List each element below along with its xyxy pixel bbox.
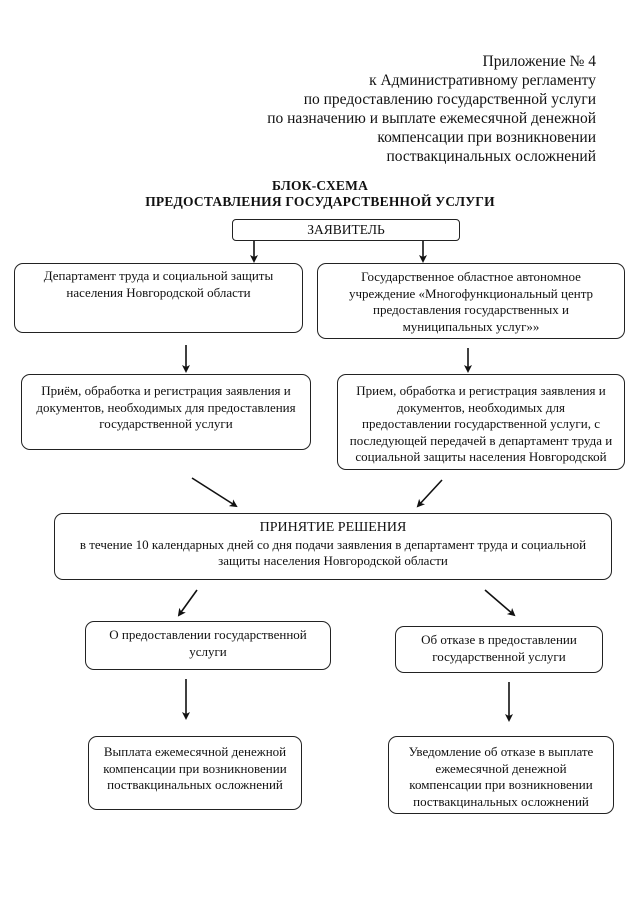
appendix-line: по предоставлению государственной услуги	[303, 91, 596, 108]
node-line: защиты населения Новгородской области	[218, 553, 448, 568]
node-line: предоставлении государственной услуги, с	[362, 416, 600, 431]
appendix-line: поствакцинальных осложнений	[386, 148, 596, 165]
node-line: последующей передачей в департамент труд…	[349, 432, 613, 448]
node-line: поствакцинальных осложнений	[107, 777, 283, 792]
appendix-line: к Административному регламенту	[369, 72, 596, 89]
node-line: государственной услуги	[99, 416, 233, 431]
node-line: поствакцинальных осложнений	[413, 793, 589, 809]
node-line: населения Новгородской области	[66, 284, 251, 300]
dept-processing-node: Приём, обработка и регистрация заявления…	[21, 374, 311, 450]
node-line: компенсации при возникновении	[103, 760, 287, 776]
refusal-notice-node: Уведомление об отказе в выплате ежемесяч…	[388, 736, 614, 814]
appendix-line: Приложение № 4	[482, 53, 596, 70]
node-line: государственной услуги	[432, 648, 566, 664]
decision-node: ПРИНЯТИЕ РЕШЕНИЯ в течение 10 календарны…	[54, 513, 612, 580]
node-line: Выплата ежемесячной денежной	[103, 744, 287, 759]
node-line: социальной защиты населения Новгородской	[355, 449, 607, 464]
node-line: Прием, обработка и регистрация заявления…	[356, 383, 606, 398]
arrow-dept-processing-to-decision	[191, 477, 238, 508]
refusal-node: Об отказе в предоставлении государственн…	[395, 626, 603, 673]
appendix-header: Приложение № 4 к Административному регла…	[267, 52, 596, 166]
mfc-node: Государственное областное автономное учр…	[317, 263, 625, 339]
mfc-processing-node: Прием, обработка и регистрация заявления…	[337, 374, 625, 470]
department-node: Департамент труда и социальной защиты на…	[14, 263, 303, 333]
node-line: ежемесячной денежной	[435, 760, 567, 776]
appendix-line: по назначению и выплате ежемесячной дене…	[267, 110, 596, 127]
node-line: учреждение «Многофункциональный центр	[348, 285, 594, 301]
decision-title: ПРИНЯТИЕ РЕШЕНИЯ	[259, 520, 407, 535]
appendix-line: компенсации при возникновении	[377, 129, 596, 146]
node-line: Государственное областное автономное	[361, 269, 581, 284]
flowchart-title: БЛОК-СХЕМА	[271, 178, 369, 193]
node-line: услуги	[189, 643, 227, 659]
flowchart-subtitle: ПРЕДОСТАВЛЕНИЯ ГОСУДАРСТВЕННОЙ УСЛУГИ	[145, 194, 495, 209]
arrow-mfc-processing-to-decision	[416, 479, 443, 508]
node-line: в течение 10 календарных дней со дня под…	[79, 536, 587, 552]
node-line: документов, необходимых для предоставлен…	[36, 399, 296, 415]
node-line: документов, необходимых для	[396, 399, 566, 415]
applicant-label: ЗАЯВИТЕЛЬ	[307, 222, 385, 237]
applicant-node: ЗАЯВИТЕЛЬ	[232, 219, 460, 241]
node-line: муниципальных услуг»»	[402, 318, 540, 334]
node-line: Об отказе в предоставлении	[421, 632, 577, 647]
payment-node: Выплата ежемесячной денежной компенсации…	[88, 736, 302, 810]
node-line: Департамент труда и социальной защиты	[43, 268, 274, 283]
node-line: О предоставлении государственной	[109, 627, 307, 642]
arrow-decision-to-grant	[177, 589, 198, 617]
node-line: предоставления государственных и	[373, 302, 569, 317]
arrow-decision-to-refusal	[484, 589, 516, 617]
grant-node: О предоставлении государственной услуги	[85, 621, 331, 670]
node-line: Уведомление об отказе в выплате	[408, 744, 594, 759]
node-line: компенсации при возникновении	[409, 777, 593, 792]
node-line: Приём, обработка и регистрация заявления…	[41, 383, 291, 398]
